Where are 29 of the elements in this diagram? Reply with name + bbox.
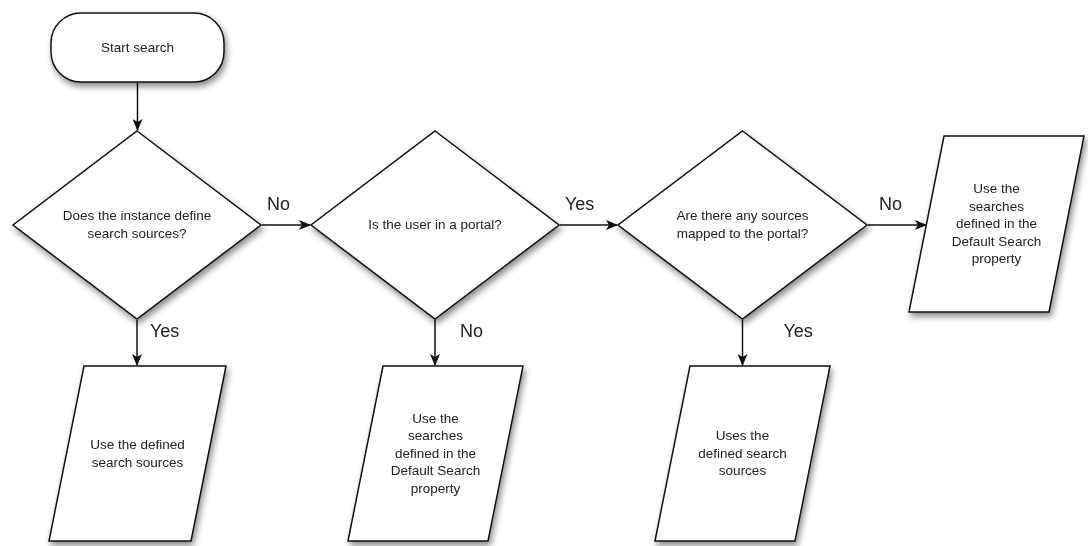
edge-label: Yes xyxy=(149,322,181,340)
node-text: Use the searches defined in the Default Search property xyxy=(950,180,1043,268)
decision-diamond xyxy=(12,130,262,320)
node-text: Start search xyxy=(101,38,174,57)
data-parallelogram xyxy=(654,365,831,542)
edge-label: Yes xyxy=(782,322,814,340)
edge-label: No xyxy=(878,195,903,213)
node-text: Uses the defined search sources xyxy=(697,427,788,480)
data-parallelogram xyxy=(48,365,227,542)
edge-label: No xyxy=(459,322,484,340)
node-text: Does the instance define search sources? xyxy=(61,207,213,243)
edge-label: No xyxy=(266,195,291,213)
node-text: Are there any sources mapped to the portal? xyxy=(675,207,810,243)
data-parallelogram xyxy=(908,135,1085,313)
node-text: Use the defined search sources xyxy=(90,435,185,472)
decision-diamond xyxy=(310,130,560,320)
node-text: Use the searches defined in the Default Search property xyxy=(389,409,482,498)
arrow xyxy=(132,82,143,131)
data-parallelogram xyxy=(347,365,524,542)
arrow xyxy=(737,319,748,366)
edge-label: Yes xyxy=(564,195,596,213)
decision-diamond xyxy=(617,130,868,320)
arrow xyxy=(559,220,618,230)
arrow xyxy=(132,319,142,366)
terminal-box xyxy=(50,12,225,83)
arrow xyxy=(261,220,311,230)
node-text: Is the user in a portal? xyxy=(368,216,502,234)
arrow xyxy=(430,319,440,366)
arrow xyxy=(867,220,927,230)
